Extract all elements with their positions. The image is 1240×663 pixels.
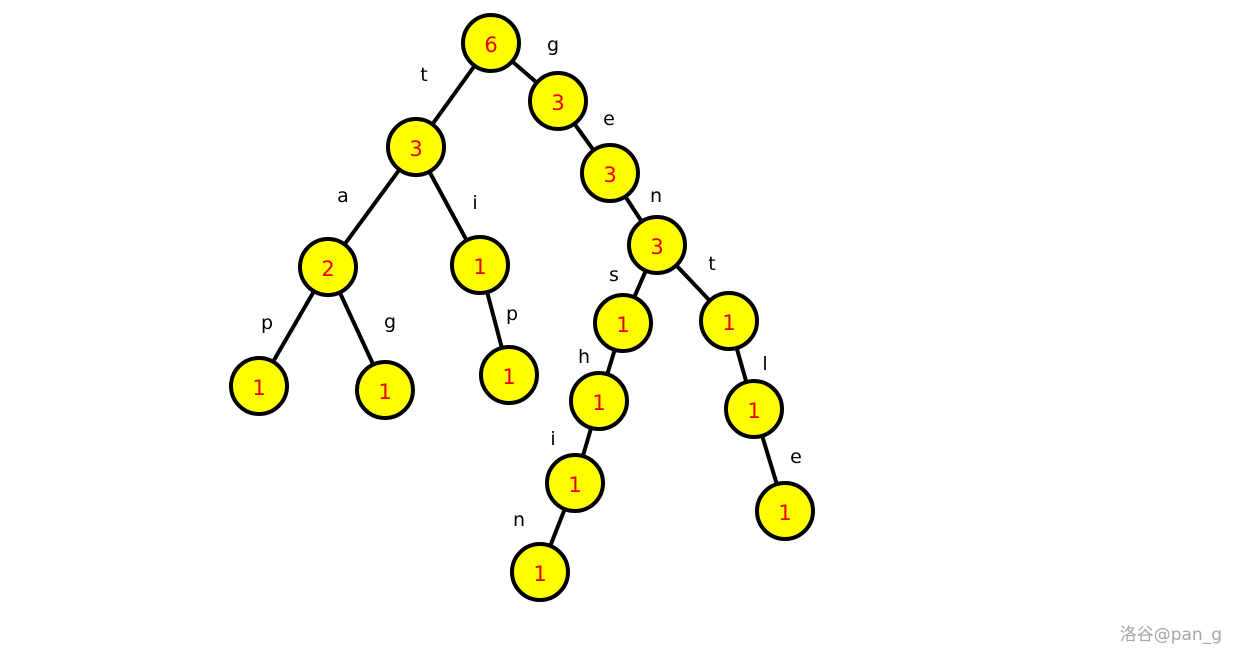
trie-node-gensh: 1 xyxy=(569,371,629,431)
edge-label-ta-tag: g xyxy=(384,311,396,333)
trie-node-ta: 2 xyxy=(298,237,358,297)
watermark: 洛谷@pan_g xyxy=(1119,625,1222,645)
node-count: 1 xyxy=(722,311,735,335)
node-count: 3 xyxy=(603,163,616,187)
node-circle xyxy=(479,345,539,405)
trie-node-ge: 3 xyxy=(580,143,640,203)
node-circle xyxy=(627,215,687,275)
node-count: 2 xyxy=(321,257,334,281)
trie-node-g: 3 xyxy=(528,71,588,131)
trie-node-genshin: 1 xyxy=(510,542,570,602)
node-circle xyxy=(386,117,446,177)
node-circle xyxy=(298,237,358,297)
node-circle xyxy=(355,360,415,420)
node-circle xyxy=(528,71,588,131)
node-count: 1 xyxy=(778,501,791,525)
edge-label-genshi-genshin: n xyxy=(513,509,525,531)
node-count: 1 xyxy=(252,376,265,400)
node-circle xyxy=(450,235,510,295)
trie-node-t: 3 xyxy=(386,117,446,177)
node-circle xyxy=(461,13,521,73)
trie-node-genshi: 1 xyxy=(545,453,605,513)
trie-node-gens: 1 xyxy=(593,293,653,353)
node-circle xyxy=(724,379,784,439)
edge-label-ti-tip: p xyxy=(506,303,518,325)
node-count: 3 xyxy=(551,91,564,115)
trie-node-gen: 3 xyxy=(627,215,687,275)
node-circle xyxy=(755,481,815,541)
trie-node-tap: 1 xyxy=(229,356,289,416)
trie-node-tip: 1 xyxy=(479,345,539,405)
node-circle xyxy=(569,371,629,431)
node-count: 1 xyxy=(592,391,605,415)
edge-label-gen-gent: t xyxy=(708,253,715,275)
trie-node-gentle: 1 xyxy=(755,481,815,541)
node-circle xyxy=(545,453,605,513)
node-count: 1 xyxy=(378,380,391,404)
node-circle xyxy=(229,356,289,416)
node-count: 1 xyxy=(473,255,486,279)
node-circle xyxy=(510,542,570,602)
edge-label-gensh-genshi: i xyxy=(550,428,555,450)
node-count: 3 xyxy=(409,137,422,161)
trie-node-gentl: 1 xyxy=(724,379,784,439)
edge-label-ge-gen: n xyxy=(650,185,662,207)
node-count: 1 xyxy=(533,562,546,586)
node-circle xyxy=(699,291,759,351)
edge-label-t-ti: i xyxy=(472,192,477,214)
trie-node-tag: 1 xyxy=(355,360,415,420)
edge-label-gens-gensh: h xyxy=(578,346,590,368)
edge-label-root-g: g xyxy=(547,34,559,56)
node-count: 1 xyxy=(747,399,760,423)
node-count: 1 xyxy=(616,313,629,337)
node-count: 1 xyxy=(568,473,581,497)
node-count: 1 xyxy=(502,365,515,389)
edge-label-gent-gentl: l xyxy=(762,353,767,375)
nodes-layer: 6 3 2 1 1 1 1 3 3 3 1 1 1 1 1 1 1 xyxy=(229,13,815,602)
node-circle xyxy=(580,143,640,203)
node-count: 3 xyxy=(650,235,663,259)
node-circle xyxy=(593,293,653,353)
node-count: 6 xyxy=(484,33,497,57)
edge-label-root-t: t xyxy=(420,64,427,86)
edge-label-g-ge: e xyxy=(603,108,615,130)
trie-node-root: 6 xyxy=(461,13,521,73)
edge-label-gentl-gentle: e xyxy=(790,446,802,468)
edge-label-ta-tap: p xyxy=(261,312,273,334)
trie-node-ti: 1 xyxy=(450,235,510,295)
edge-label-t-ta: a xyxy=(337,185,349,207)
trie-node-gent: 1 xyxy=(699,291,759,351)
edge-label-gen-gens: s xyxy=(609,264,619,286)
edge-labels-layer: t a p g i p g e n s h i n t l e xyxy=(261,34,802,531)
